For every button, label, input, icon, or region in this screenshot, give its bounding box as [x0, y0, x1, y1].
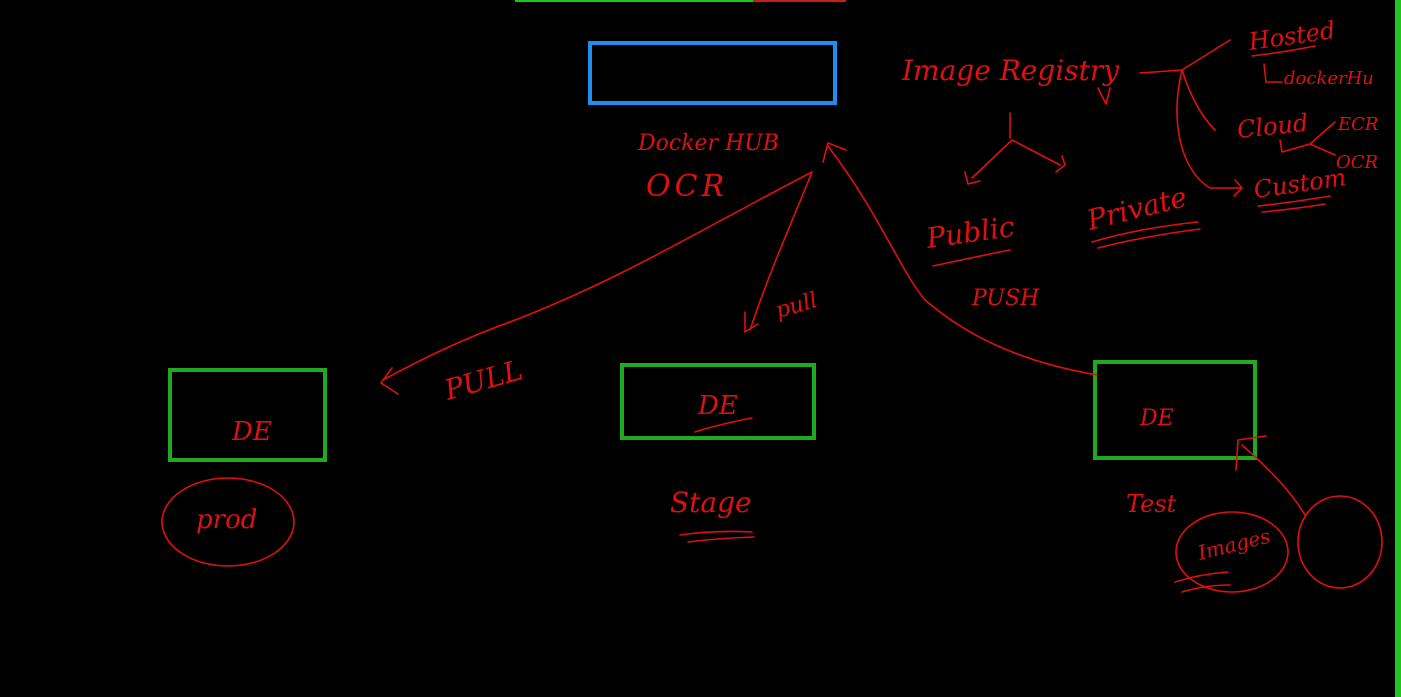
stage-caption: Stage — [670, 486, 752, 519]
images-note: Images — [1194, 524, 1272, 565]
custom-arrowhead — [1233, 179, 1243, 197]
build-arrowhead — [1235, 435, 1267, 471]
test-box-label: DE — [1139, 406, 1174, 431]
registry-box — [588, 41, 837, 105]
stage-caption-underline-2 — [687, 536, 755, 543]
stage-engine-box — [620, 363, 816, 440]
public-underline — [932, 249, 1011, 267]
registry-label-ocr: OCR — [646, 169, 728, 204]
ocr-note: OCR — [1336, 152, 1378, 173]
dockerhub-note: dockerHu — [1284, 68, 1374, 89]
images-circle — [1175, 511, 1289, 593]
registry-split-lines — [964, 112, 1066, 185]
image-registry-note: Image Registry — [901, 54, 1120, 87]
test-engine-box — [1093, 360, 1257, 460]
pull-stage-arrow — [749, 171, 813, 331]
push-test-label: PUSH — [971, 286, 1040, 311]
stage-box-label: DE — [697, 391, 738, 421]
cloud-connectors — [1279, 121, 1336, 156]
top-strip-red — [753, 0, 846, 2]
dockerhub-connector — [1263, 63, 1283, 83]
stage-box-underline — [694, 417, 753, 433]
private-underline-1 — [1091, 221, 1199, 243]
pull-prod-arrowhead — [380, 367, 399, 395]
pull-prod-label: PULL — [440, 353, 526, 407]
prod-engine-box — [168, 368, 327, 462]
top-strip-green — [515, 0, 753, 2]
custom-note: Custom — [1252, 163, 1348, 204]
stage-caption-underline-1 — [679, 530, 753, 536]
ecr-note: ECR — [1337, 114, 1378, 135]
prod-caption-circle — [161, 477, 295, 567]
right-edge-bar — [1395, 0, 1401, 697]
images-underline — [1174, 571, 1231, 593]
prod-caption: prod — [196, 505, 257, 535]
cloud-note: Cloud — [1236, 109, 1310, 144]
push-test-arrowhead — [822, 142, 847, 163]
pull-stage-label: pull — [773, 288, 821, 324]
hosted-underline — [1251, 45, 1316, 57]
private-note: Private — [1083, 180, 1190, 237]
registry-note-tick — [1097, 87, 1111, 105]
pull-prod-arrow — [382, 171, 813, 381]
test-caption: Test — [1126, 490, 1177, 518]
custom-underline-2 — [1261, 203, 1326, 213]
build-arrow — [1241, 444, 1306, 516]
custom-underline-1 — [1257, 195, 1331, 207]
registry-label-dockerhub: Docker HUB — [637, 131, 779, 156]
container-circle — [1297, 495, 1383, 589]
public-note: Public — [923, 210, 1016, 255]
registry-branch-lines — [1139, 39, 1241, 189]
prod-box-label: DE — [231, 417, 272, 447]
private-underline-2 — [1097, 228, 1201, 249]
pull-stage-arrowhead — [744, 311, 759, 333]
push-test-arrow — [827, 145, 1098, 376]
